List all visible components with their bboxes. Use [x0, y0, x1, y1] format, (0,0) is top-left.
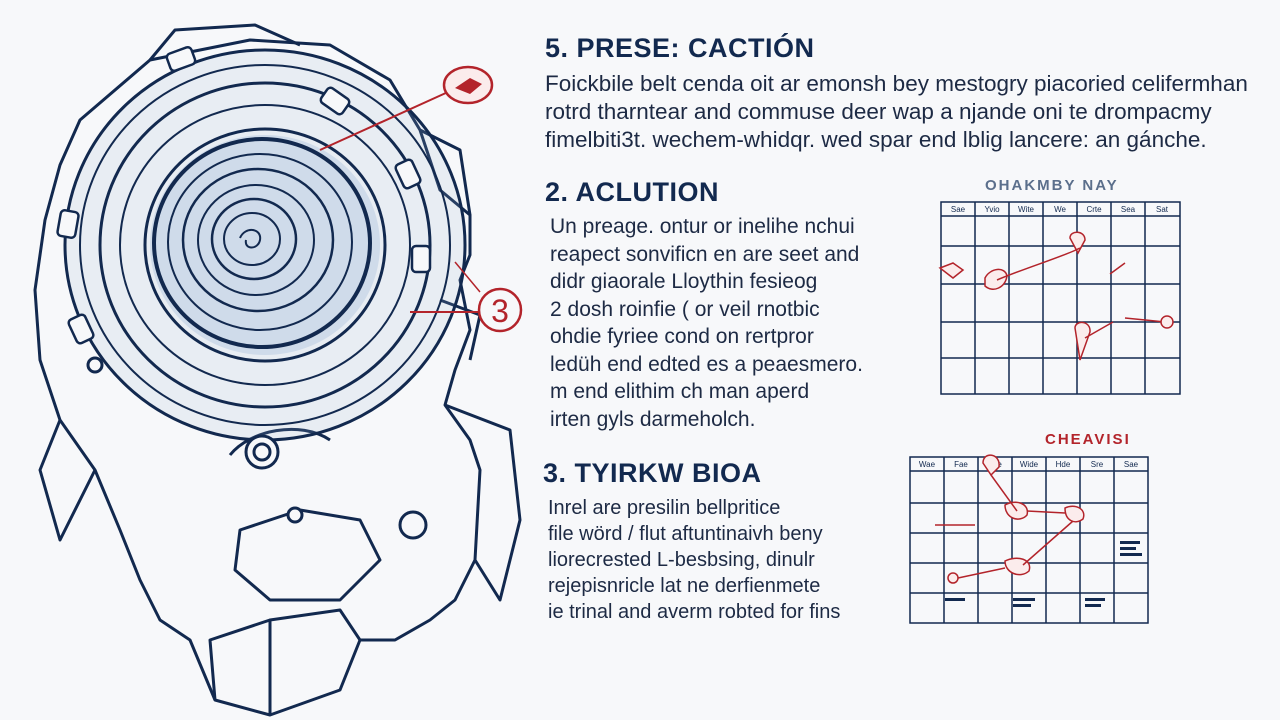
section-2-line: m end elithim ch man aperd: [550, 380, 810, 403]
section-3-line: file wörd / flut aftuntinaivh beny: [548, 523, 823, 545]
calendar-2-markers: [947, 454, 1085, 584]
calendar-grid-1: Sae Yvio Wite We Crte Sea Sat: [938, 201, 1181, 395]
calendar-1-day: We: [1054, 205, 1066, 214]
housing-outline: [33, 23, 522, 717]
calendar-1-day: Sea: [1121, 205, 1136, 214]
section-1-line: rotrd tharntear and commuse deer wap a n…: [545, 99, 1212, 124]
mechanism-illustration: 3: [33, 23, 523, 717]
calendar-2-day: Wae: [919, 460, 936, 469]
ring-wash: [65, 50, 465, 440]
section-2-line: ohdie fyriee cond on rertpror: [550, 325, 814, 348]
calendar-2-day: Wide: [1020, 460, 1039, 469]
flange-lugs: [56, 45, 432, 345]
calendar-1-title: OHAKMBY NAY: [985, 177, 1119, 194]
calendar-2-title: CHEAVISI: [1045, 431, 1131, 448]
calendar-1-day: Crte: [1086, 205, 1102, 214]
section-3-line: Inrel are presilin bellpritice: [548, 497, 781, 519]
section-1-line: Foickbile belt cenda oit ar emonsh bey m…: [545, 71, 1248, 96]
callout-top: [319, 65, 494, 151]
section-3-body: Inrel are presilin bellpritice file wörd…: [548, 495, 840, 625]
bolt-holes: [86, 356, 428, 540]
calendar-1-day: Sae: [951, 205, 966, 214]
section-3-heading: 3. TYIRKW BIOA: [543, 458, 762, 488]
section-1-heading: 5. PRESE: CACTIÓN: [545, 33, 815, 63]
section-2-line: didr giaorale Lloythin fesieog: [550, 270, 818, 293]
section-2-line: 2 dosh roinfie ( or veil rnotbic: [550, 297, 820, 321]
section-2-line: reapect sonvificn en are seet and: [550, 242, 860, 266]
calendar-1-day: Yvio: [984, 205, 1000, 214]
section-2-line: irten gyls darmeholch.: [550, 407, 756, 431]
inner-rings: [152, 137, 372, 349]
calendar-2-day: Sre: [1091, 460, 1104, 469]
callout-number: 3: [491, 293, 509, 329]
calendar-2-day: Hde: [1056, 460, 1071, 469]
callout-number-3: 3: [410, 261, 523, 333]
section-2-line: Un preage. ontur or inelihe nchui: [550, 215, 855, 238]
section-2-body: Un preage. ontur or inelihe nchui reapec…: [550, 213, 863, 433]
calendar-2-day: Fae: [954, 460, 968, 469]
calendar-grid-2: Wae Fae Sse Wide Hde Sre Sae: [909, 454, 1149, 624]
calendar-2-day: Sae: [1124, 460, 1139, 469]
section-3-line: rejepisnricle lat ne derfienmete: [548, 575, 821, 597]
section-2-heading: 2. ACLUTION: [545, 177, 719, 207]
section-2-line: ledüh end edted es a peaesmero.: [550, 352, 863, 376]
section-3-line: ie trinal and averm robted for fins: [548, 601, 841, 623]
section-3-line: liorecrested L-besbsing, dinulr: [548, 549, 815, 571]
section-1-line: fimelbiti3t. wechem-whidqr. wed spar end…: [545, 127, 1207, 152]
section-1-body: Foickbile belt cenda oit ar emonsh bey m…: [545, 70, 1248, 154]
calendar-1-day: Wite: [1018, 205, 1035, 214]
calendar-1-day: Sat: [1156, 205, 1169, 214]
calendar-1-markers: [938, 231, 1174, 361]
